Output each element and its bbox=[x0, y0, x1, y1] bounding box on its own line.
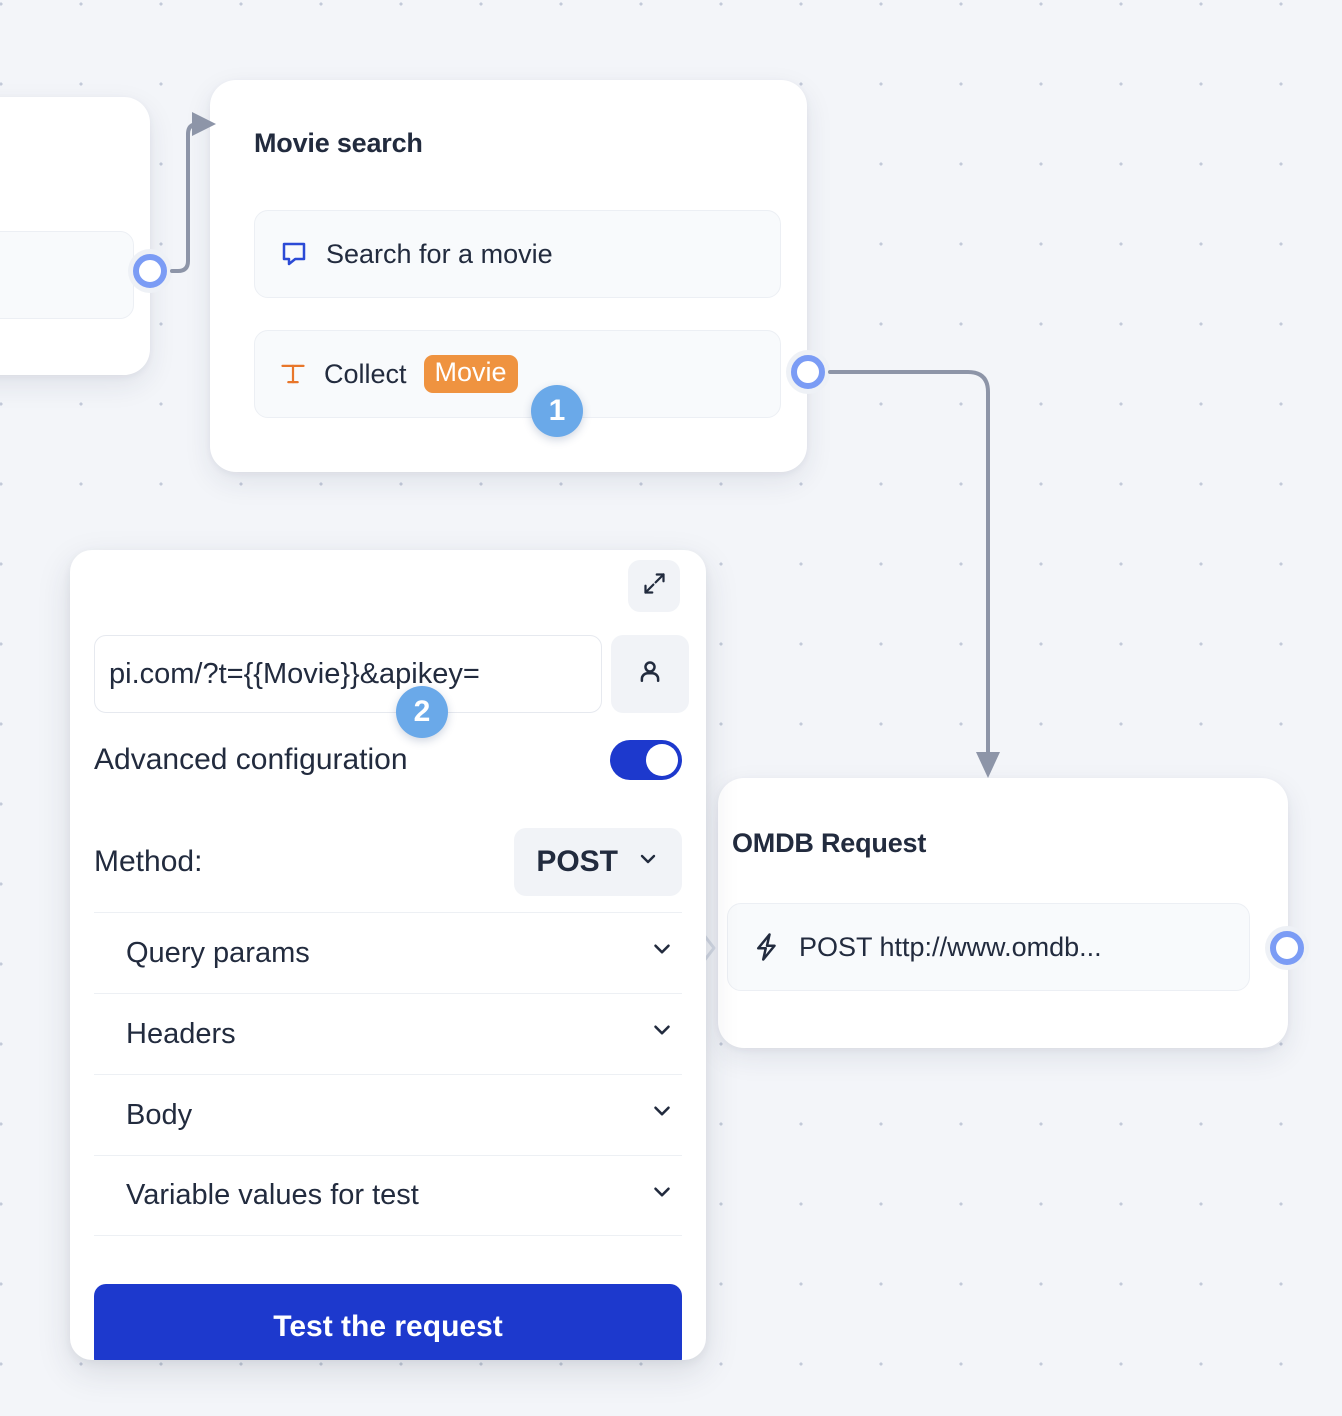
text-type-icon bbox=[279, 360, 307, 388]
accordion-item-variable-values[interactable]: Variable values for test bbox=[94, 1155, 682, 1236]
movie-search-row-collect[interactable]: Collect Movie bbox=[254, 330, 781, 418]
movie-search-card[interactable]: Movie search Search for a movie Collect … bbox=[210, 80, 807, 472]
expand-diagonal-icon bbox=[641, 570, 668, 602]
step-badge-1: 1 bbox=[531, 385, 583, 437]
url-auth-button[interactable] bbox=[611, 635, 689, 713]
chevron-down-icon bbox=[649, 1179, 675, 1213]
collect-row-prefix: Collect bbox=[324, 358, 407, 389]
method-label: Method: bbox=[94, 845, 203, 878]
chevron-down-icon bbox=[649, 1017, 675, 1051]
omdb-request-card[interactable]: OMDB Request POST http://www.omdb... bbox=[718, 778, 1288, 1048]
accordion-label-variable-values: Variable values for test bbox=[126, 1179, 419, 1211]
port-omdb-request-output[interactable] bbox=[1265, 926, 1309, 970]
chevron-down-icon bbox=[649, 936, 675, 970]
accordion-label-body: Body bbox=[126, 1098, 193, 1131]
chevron-down-icon bbox=[636, 845, 660, 879]
omdb-request-row[interactable]: POST http://www.omdb... bbox=[727, 903, 1250, 991]
accordion-item-headers[interactable]: Headers bbox=[94, 993, 682, 1074]
request-config-panel: pi.com/?t={{Movie}}&apikey= Advanced con… bbox=[70, 550, 706, 1360]
config-accordion: Query params Headers Body Variable value… bbox=[94, 912, 682, 1236]
previous-step-row[interactable] bbox=[0, 231, 134, 319]
movie-search-title: Movie search bbox=[254, 128, 423, 158]
test-the-request-button[interactable]: Test the request bbox=[94, 1284, 682, 1360]
request-url-input[interactable]: pi.com/?t={{Movie}}&apikey= bbox=[94, 635, 602, 713]
port-movie-search-output[interactable] bbox=[786, 350, 830, 394]
arrowhead-omdb bbox=[976, 752, 1000, 778]
url-row: pi.com/?t={{Movie}}&apikey= bbox=[94, 635, 689, 713]
omdb-request-title: OMDB Request bbox=[732, 828, 927, 858]
step-badge-2: 2 bbox=[396, 686, 448, 738]
accordion-label-headers: Headers bbox=[126, 1017, 236, 1050]
port-previous-step-output[interactable] bbox=[128, 249, 172, 293]
method-row: Method: POST bbox=[94, 828, 682, 896]
advanced-configuration-toggle[interactable] bbox=[610, 740, 682, 780]
movie-search-row-search[interactable]: Search for a movie bbox=[254, 210, 781, 298]
advanced-configuration-label: Advanced configuration bbox=[94, 743, 408, 776]
movie-search-row-label: Search for a movie bbox=[326, 238, 553, 269]
method-value: POST bbox=[536, 845, 618, 878]
lightning-bolt-icon bbox=[752, 932, 782, 962]
method-select[interactable]: POST bbox=[514, 828, 682, 896]
connector-prev-to-movie bbox=[170, 122, 199, 273]
accordion-label-query-params: Query params bbox=[126, 936, 310, 969]
chevron-down-icon bbox=[649, 1098, 675, 1132]
accordion-item-query-params[interactable]: Query params bbox=[94, 912, 682, 993]
person-icon bbox=[635, 657, 665, 692]
advanced-configuration-row: Advanced configuration bbox=[94, 740, 682, 780]
connector-movie-to-omdb bbox=[828, 370, 990, 754]
previous-step-card[interactable] bbox=[0, 97, 150, 375]
chat-bubble-icon bbox=[279, 239, 309, 269]
expand-panel-button[interactable] bbox=[628, 560, 680, 612]
accordion-item-body[interactable]: Body bbox=[94, 1074, 682, 1155]
collect-variable-chip[interactable]: Movie bbox=[423, 354, 518, 394]
omdb-request-row-label: POST http://www.omdb... bbox=[799, 931, 1102, 962]
